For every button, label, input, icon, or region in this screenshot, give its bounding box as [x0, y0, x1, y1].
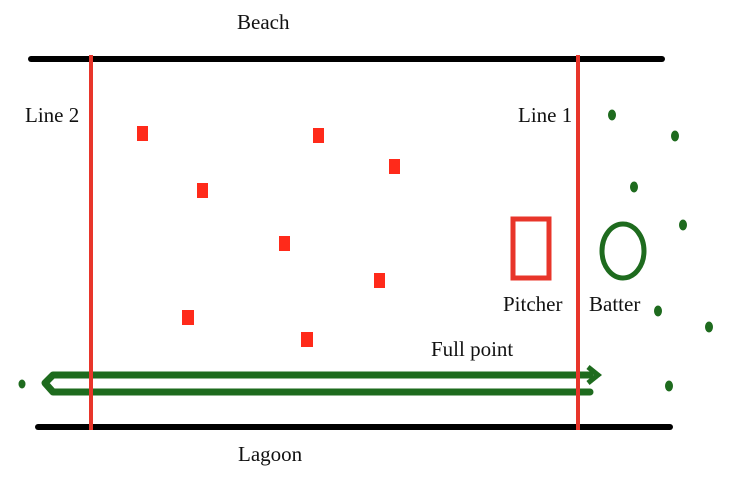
- batting-player-dot: [630, 181, 638, 193]
- batter-marker: [599, 221, 647, 281]
- line-1-label: Line 1: [518, 103, 572, 127]
- fielder-marker: [182, 310, 194, 325]
- pitcher-label: Pitcher: [503, 292, 562, 316]
- batter-label: Batter: [589, 292, 640, 316]
- batting-player-dot: [679, 219, 687, 231]
- beach-label: Beach: [237, 10, 290, 34]
- batting-player-dot: [671, 130, 679, 142]
- batting-team: [18, 109, 713, 392]
- fielder-marker: [374, 273, 385, 288]
- fielder-marker: [389, 159, 400, 174]
- fielder-marker: [197, 183, 208, 198]
- batting-player-dot: [665, 380, 673, 392]
- fielder-marker: [313, 128, 324, 143]
- batting-player-dot: [654, 305, 662, 317]
- batting-player-dot: [608, 109, 616, 121]
- full-point-arrow: [41, 365, 603, 396]
- batting-player-dot: [705, 321, 713, 333]
- pitcher-marker: [510, 216, 552, 281]
- fielder-marker: [137, 126, 148, 141]
- fielder-marker: [301, 332, 313, 347]
- line-2-label: Line 2: [25, 103, 79, 127]
- batting-player-dot: [18, 379, 26, 389]
- fielding-team: [137, 126, 400, 347]
- lagoon-label: Lagoon: [238, 442, 303, 466]
- arrowhead-icon: [586, 365, 603, 385]
- fielder-marker: [279, 236, 290, 251]
- full-point-label: Full point: [431, 337, 513, 361]
